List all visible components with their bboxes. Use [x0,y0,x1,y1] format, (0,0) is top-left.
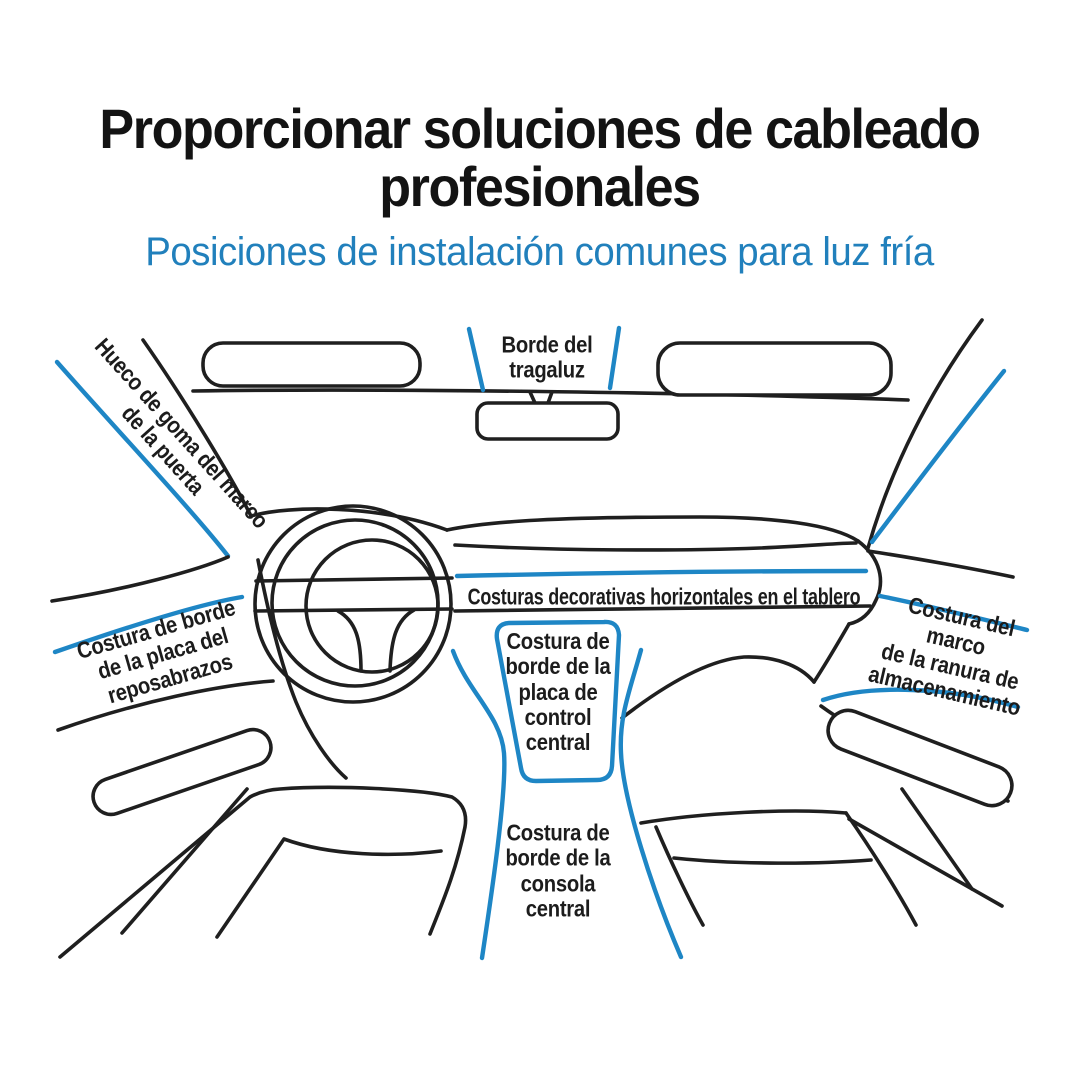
armrest-plate-seam-blue [52,594,245,655]
dash-right-bulge [847,539,883,626]
left-belt-line [50,555,230,603]
dash-left-down-edge [256,558,348,780]
dash-horizontal-seam-blue [454,568,869,579]
right-belt-line [866,549,1015,579]
driver-seat-left-and-cushion [215,837,443,939]
console-left-edge-seam-blue [450,648,507,961]
right-door-armrest-capsule [826,708,1014,808]
right-door-group [819,318,1030,908]
right-door-diagonal-inner [900,787,974,891]
center-console-group [450,619,684,961]
left-armrest-top-line [56,679,275,732]
left-door-lower-diagonal [120,787,249,935]
driver-seat-top-edge [58,785,468,959]
wheel-upper-chord [254,576,454,583]
page-subtitle: Posiciones de instalación comunes para l… [145,230,934,275]
dash-top-contour [445,515,860,543]
right-door-diagonal-outer [847,817,1004,908]
headliner-edge-line [191,388,910,402]
storage-slot-seam-top-blue [877,593,1030,633]
header: Proporcionar soluciones de cableado prof… [0,97,1079,275]
instrument-cowl-arc [249,507,449,532]
mirror-stem [528,390,554,405]
wheel-inner-rim [304,538,440,674]
label-control-plate-seam: Costura de borde de la placa de control … [505,627,611,755]
steering-wheel [253,504,454,704]
driver-seat [58,785,468,959]
wheel-spoke-right [388,608,416,673]
wheel-mid-rim [270,518,440,688]
passenger-seat-right-edge [844,811,918,927]
wheel-lower-chord [253,607,454,613]
dash-lower-line [453,604,872,613]
passenger-seat-cushion [672,856,873,865]
right-sun-visor [656,341,893,397]
label-center-console-seam: Costura de borde de la consola central [505,819,611,922]
door-rubber-gap-seam-blue [54,359,231,559]
dash-right-down-edge [812,622,851,684]
console-right-edge-seam-blue [618,647,684,960]
skylight-seam-left-tick [466,326,486,393]
skylight-seam-right-tick [607,325,622,391]
label-skylight-edge: Borde del tragaluz [501,331,593,383]
headliner-group [191,325,910,441]
left-door-armrest-capsule [91,727,273,817]
page-title: Proporcionar soluciones de cableado prof… [99,97,981,219]
rearview-mirror [475,401,620,441]
left-a-pillar-line [141,338,253,518]
left-door-group [50,338,275,935]
glovebox-bottom-edge [620,655,816,720]
passenger-seat [639,809,918,927]
dashboard-group [249,507,883,780]
right-a-pillar-line [866,318,984,550]
storage-slot-seam-bottom-blue [820,687,1021,710]
dash-second-contour [453,541,858,552]
wheel-outer-rim [253,504,453,704]
right-pillar-seam-blue [869,368,1007,545]
passenger-seat-left-edge [654,825,705,927]
label-dashboard-seams: Costuras decorativas horizontales en el … [467,583,861,610]
control-plate-seam-outline-blue [494,619,622,784]
left-sun-visor [201,341,422,388]
wheel-spoke-left [336,609,363,673]
passenger-seat-top-edge [639,809,848,825]
